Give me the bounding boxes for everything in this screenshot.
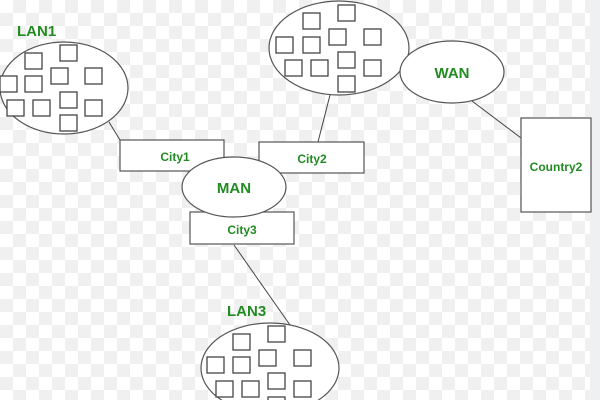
lan3-label: LAN3 bbox=[227, 303, 266, 320]
lan1-cloud bbox=[0, 41, 129, 135]
computer-icon bbox=[215, 380, 234, 398]
computer-icon bbox=[84, 67, 103, 85]
computer-icon bbox=[284, 59, 303, 77]
computer-icon bbox=[363, 28, 382, 46]
computer-icon bbox=[232, 333, 251, 351]
computer-icon bbox=[293, 380, 312, 398]
computer-icon bbox=[267, 372, 286, 390]
computer-icon bbox=[328, 28, 347, 46]
computer-icon bbox=[275, 36, 294, 54]
city2-label: City2 bbox=[297, 152, 327, 166]
computer-icon bbox=[258, 349, 277, 367]
link-city3-lan3 bbox=[233, 244, 291, 326]
lan1-label: LAN1 bbox=[17, 23, 56, 40]
computer-icon bbox=[24, 52, 43, 70]
city1-node: City1 bbox=[119, 139, 225, 172]
side-strip bbox=[590, 0, 600, 400]
computer-icon bbox=[337, 4, 356, 22]
man-node: MAN bbox=[181, 156, 287, 218]
lan2-cloud bbox=[268, 0, 410, 96]
computer-icon bbox=[302, 36, 321, 54]
country2-label: Country2 bbox=[530, 160, 583, 174]
computer-icon bbox=[337, 51, 356, 69]
computer-icon bbox=[0, 75, 18, 93]
computer-icon bbox=[206, 356, 225, 374]
country2-node: Country2 bbox=[520, 117, 592, 213]
link-lan1-city1 bbox=[108, 121, 121, 141]
computer-icon bbox=[363, 59, 382, 77]
computer-icon bbox=[59, 91, 78, 109]
computer-icon bbox=[6, 99, 25, 117]
computer-icon bbox=[310, 59, 329, 77]
city1-label: City1 bbox=[160, 150, 190, 164]
computer-icon bbox=[50, 67, 69, 85]
wan-label: WAN bbox=[435, 65, 470, 82]
computer-icon bbox=[267, 396, 286, 400]
computer-icon bbox=[241, 380, 260, 398]
computer-icon bbox=[59, 114, 78, 132]
lan3-cloud bbox=[200, 322, 340, 400]
computer-icon bbox=[302, 12, 321, 30]
computer-icon bbox=[32, 99, 51, 117]
computer-icon bbox=[337, 75, 356, 93]
computer-icon bbox=[24, 75, 43, 93]
computer-icon bbox=[84, 99, 103, 117]
computer-icon bbox=[293, 349, 312, 367]
computer-icon bbox=[59, 44, 78, 62]
link-wan-country2 bbox=[471, 100, 522, 139]
man-label: MAN bbox=[217, 180, 251, 197]
link-lan2-city2 bbox=[317, 94, 331, 143]
computer-icon bbox=[267, 325, 286, 343]
computer-icon bbox=[232, 356, 251, 374]
city2-node: City2 bbox=[258, 141, 365, 174]
city3-label: City3 bbox=[227, 223, 257, 237]
wan-node: WAN bbox=[399, 40, 505, 104]
